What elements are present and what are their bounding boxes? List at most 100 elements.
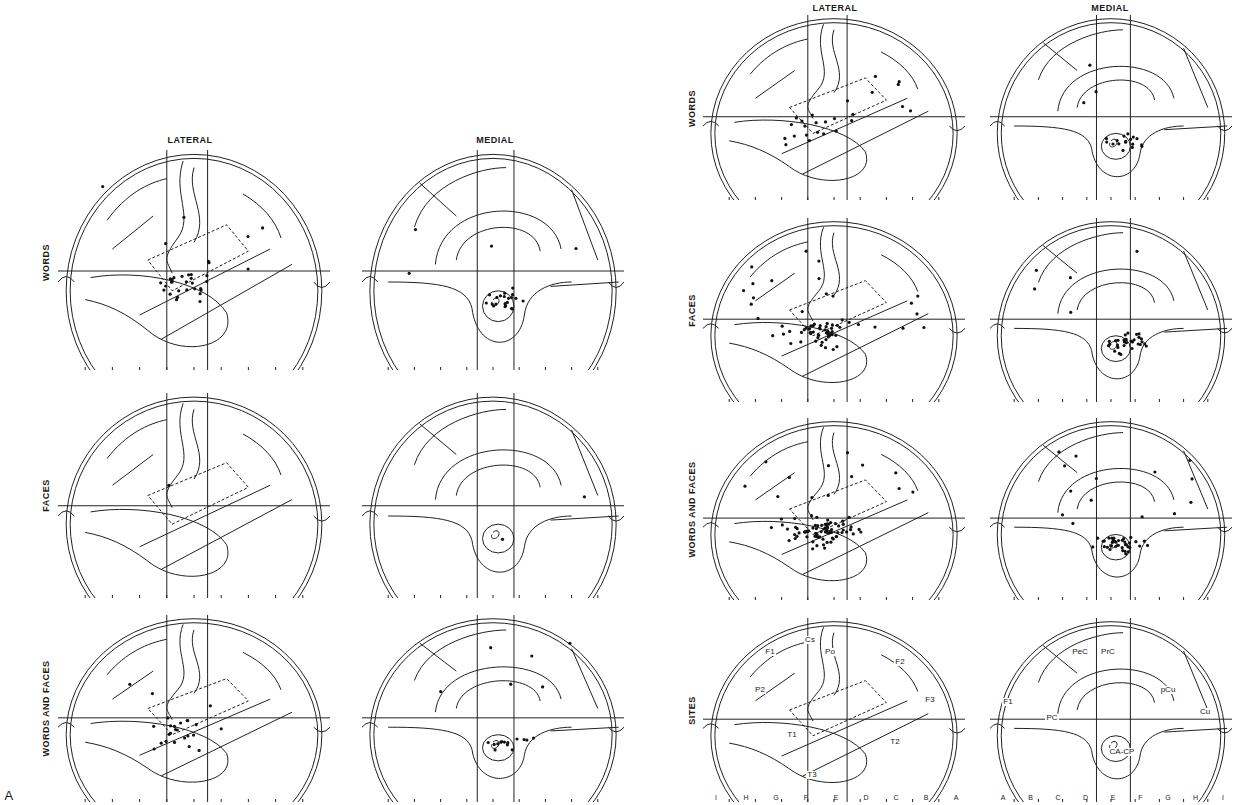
corpus-callosum [1077,482,1155,509]
site-label: P2 [754,686,766,694]
tick-mark [302,799,303,802]
sulcus-line [243,434,281,475]
tick-mark [388,799,389,802]
hippocampus [483,524,514,553]
recording-site-dot [789,342,792,345]
tick-mark [1111,597,1112,600]
recording-site-dot [810,514,813,517]
recording-site-dot [525,739,528,742]
recording-site-dot [1071,522,1074,525]
parieto-occipital-sulcus [572,190,598,260]
brain-outline [711,222,957,402]
tick-mark [275,799,276,802]
recording-site-dot [834,522,837,525]
tick-mark [248,595,249,598]
corpus-callosum [435,667,561,712]
tick-mark [1086,197,1087,200]
recording-site-dot [849,528,852,531]
recording-site-dot [826,322,829,325]
lobe-hook [703,324,719,329]
tick-mark [466,799,467,802]
grid-line [703,719,965,720]
recording-site-dot [1112,539,1115,542]
lobe-hook [990,121,1005,126]
recording-site-dot [822,527,825,530]
corpus-callosum [456,465,540,495]
tick-mark [1159,197,1160,200]
recording-site-dot [848,516,851,519]
row-label: SITES [687,696,696,725]
recording-site-dot [793,135,796,138]
tick-mark [571,367,572,370]
recording-site-dot [169,724,172,727]
temporal-lobe [85,721,228,782]
recording-site-dot [199,292,202,295]
sulcus-line [161,264,292,339]
recording-site-dot [783,137,786,140]
temporal-lobe [1014,728,1183,778]
parieto-occipital-sulcus [572,649,598,709]
postcentral-sulcus [192,168,199,243]
recording-site-dot [831,330,834,333]
lobe-hook [703,523,719,528]
site-label: F1 [764,648,775,656]
recording-site-dot [574,247,577,250]
recording-site-dot [780,517,783,520]
tick-mark [85,595,86,598]
recording-site-dot [819,324,822,327]
sulcus-line [243,652,281,689]
grid-line [1096,218,1097,402]
recording-site-dot [493,743,496,746]
recording-site-dot [811,527,814,530]
recording-site-dot [490,245,493,248]
recording-site-dot [1126,332,1129,335]
recording-site-dot [815,121,818,124]
recording-site-dot [784,143,787,146]
tick-mark [388,367,389,370]
lobe-hook [949,728,965,733]
recording-site-dot [826,526,829,529]
sulcus-line [750,642,808,677]
brain-outline-inner [715,626,953,802]
site-label: F3 [924,696,935,704]
recording-site-dot [186,734,189,737]
lobe-hook [362,277,378,283]
temporal-lobe [729,722,867,782]
recording-site-dot [128,683,131,686]
sulcus-line [755,71,794,99]
temporal-lobe [85,275,228,347]
recording-site-dot [816,533,819,536]
axis-letter: B [1028,794,1033,801]
recording-site-dot [1082,101,1085,104]
panel-letter: A [4,789,13,802]
recording-site-dot [816,131,819,134]
tick-mark [1135,597,1136,600]
sulcus-line [782,98,908,154]
recording-site-dot [901,105,904,108]
sulcus-line [112,216,153,249]
grid-line [847,618,848,802]
axis-letter: F [1138,794,1142,801]
central-sulcus [167,403,184,508]
recording-site-dot [898,487,901,490]
tick-mark [781,597,782,600]
recording-site-dot [1131,143,1134,146]
recording-site-dot [504,305,507,308]
tick-mark [912,597,913,600]
temporal-lobe [729,521,867,580]
tick-mark [275,595,276,598]
recording-site-dot [188,745,191,748]
brain-outline [711,622,957,802]
tick-mark [807,399,808,402]
recording-site-dot [1102,540,1105,543]
tick-mark [440,367,441,370]
recording-site-dot [192,734,195,737]
recording-site-dot [824,338,827,341]
recording-site-dot [795,116,798,119]
recording-site-dot [820,344,823,347]
recording-site-dot [1135,250,1138,253]
grid-line [847,418,848,600]
recording-site-dot [171,280,174,283]
recording-site-dot [1121,149,1124,152]
recording-site-dot [1061,513,1064,516]
